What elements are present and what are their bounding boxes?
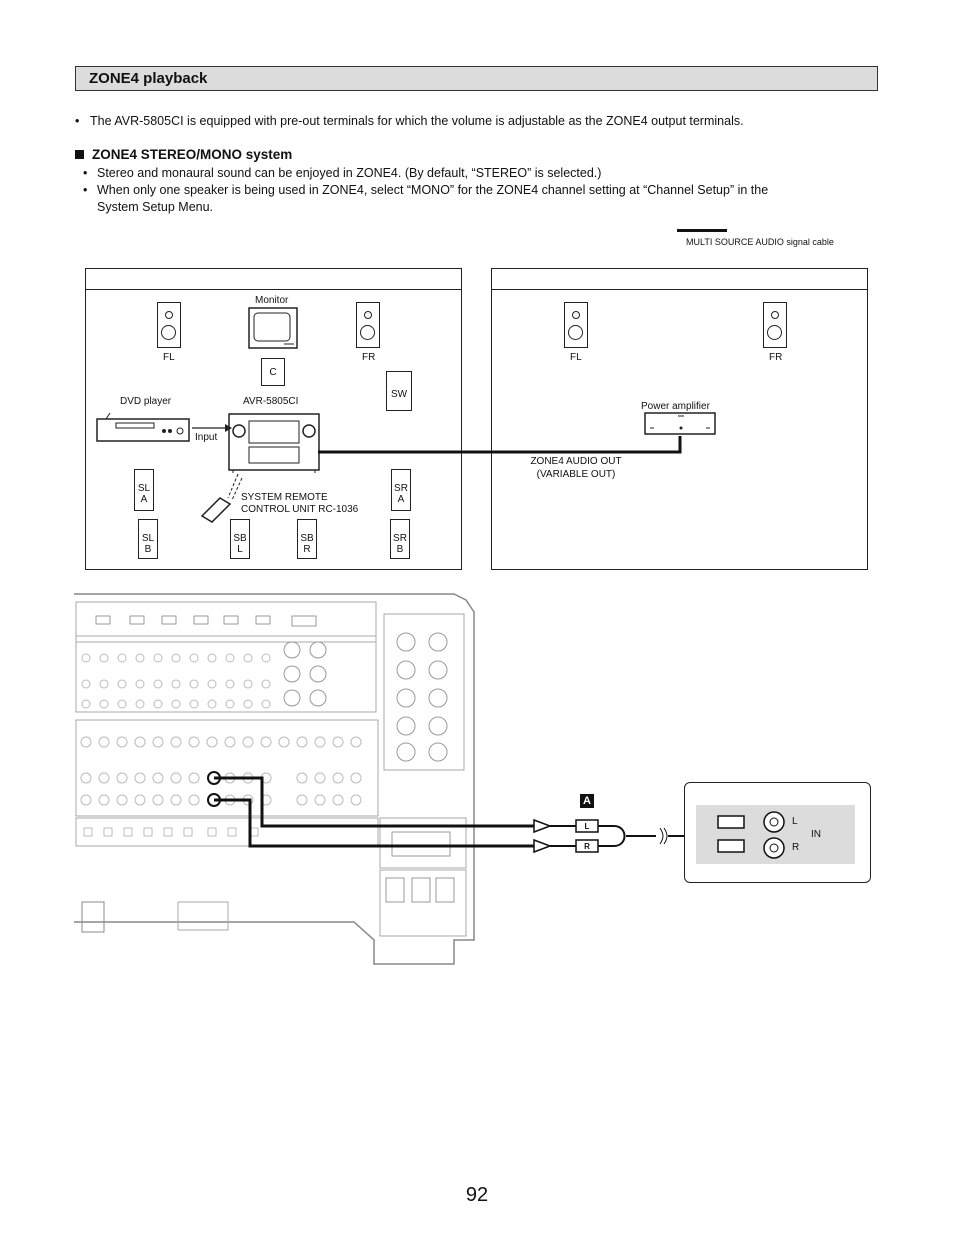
zone4-label-fr: FR [769, 352, 783, 363]
subsection-title: ZONE4 STEREO/MONO system [92, 147, 293, 162]
label-fr: FR [362, 352, 376, 363]
label-sw: SW [390, 389, 408, 400]
speaker-fr-icon [356, 302, 380, 348]
signal-cable-legend-label: MULTI SOURCE AUDIO signal cable [686, 237, 834, 247]
label-monitor: Monitor [255, 295, 289, 306]
speaker-sb-r-icon: SB R [297, 519, 317, 559]
label-sb-l: SB L [233, 533, 247, 555]
label-sr-a: SR A [394, 483, 408, 505]
power-amplifier-icon [644, 412, 716, 435]
zone4-speaker-fr-icon [763, 302, 787, 348]
speaker-sr-b-icon: SR B [390, 519, 410, 559]
subsection-bullet-1: Stereo and monaural sound can be enjoyed… [97, 166, 602, 180]
amp-input-label-l: L [792, 816, 798, 827]
subsection-heading: ZONE4 STEREO/MONO system [75, 147, 292, 162]
speaker-sb-l-icon: SB L [230, 519, 250, 559]
label-sb-r: SB R [300, 533, 314, 555]
avr-receiver-icon [228, 413, 320, 473]
label-input: Input [195, 432, 218, 443]
label-sl-a: SL A [137, 483, 151, 505]
label-avr: AVR-5805CI [243, 396, 299, 407]
label-remote-1: SYSTEM REMOTE [241, 492, 328, 503]
speaker-sl-b-icon: SL B [138, 519, 158, 559]
intro-bullet-mark: • [75, 114, 80, 128]
monitor-icon [248, 307, 298, 349]
label-sr-b: SR B [393, 533, 407, 555]
label-zone4-audio-out: ZONE4 AUDIO OUT [530, 456, 622, 467]
speaker-fl-icon [157, 302, 181, 348]
amp-input-label-r: R [792, 842, 800, 853]
amp-input-label-in: IN [811, 829, 821, 840]
remote-control-icon [200, 473, 243, 523]
label-fl: FL [163, 352, 175, 363]
speaker-sl-a-icon: SL A [134, 469, 154, 511]
label-sl-b: SL B [141, 533, 155, 555]
subsection-bullet-2-cont: System Setup Menu. [97, 200, 214, 214]
label-power-amplifier: Power amplifier [641, 401, 710, 412]
label-dvd-player: DVD player [120, 396, 172, 407]
amp-input-jacks [717, 811, 785, 859]
speaker-sr-a-icon: SR A [391, 469, 411, 511]
plug-label-r: R [584, 842, 590, 851]
bullet-mark: • [83, 183, 88, 197]
signal-cable-legend-line [677, 229, 727, 232]
speaker-center-icon: C [261, 358, 285, 386]
section-title: ZONE4 playback [89, 70, 208, 87]
intro-text: The AVR-5805CI is equipped with pre-out … [90, 114, 744, 128]
page-number: 92 [465, 1184, 489, 1206]
dvd-player-icon [96, 412, 190, 442]
section-header: ZONE4 playback [75, 66, 878, 91]
square-bullet-icon [75, 150, 84, 159]
label-c: C [269, 367, 277, 378]
panel-title-bar [86, 269, 461, 290]
bullet-mark: • [83, 166, 88, 180]
panel-title-bar [492, 269, 867, 290]
rear-panel-illustration [74, 593, 475, 965]
zone4-label-fl: FL [570, 352, 582, 363]
subwoofer-icon: SW [386, 371, 412, 411]
plug-label-l: L [584, 822, 590, 831]
subsection-bullet-2: When only one speaker is being used in Z… [97, 183, 769, 197]
connection-badge-a: A [580, 794, 594, 808]
label-remote-2: CONTROL UNIT RC-1036 [241, 504, 359, 515]
label-variable-out: (VARIABLE OUT) [536, 469, 616, 480]
zone4-speaker-fl-icon [564, 302, 588, 348]
